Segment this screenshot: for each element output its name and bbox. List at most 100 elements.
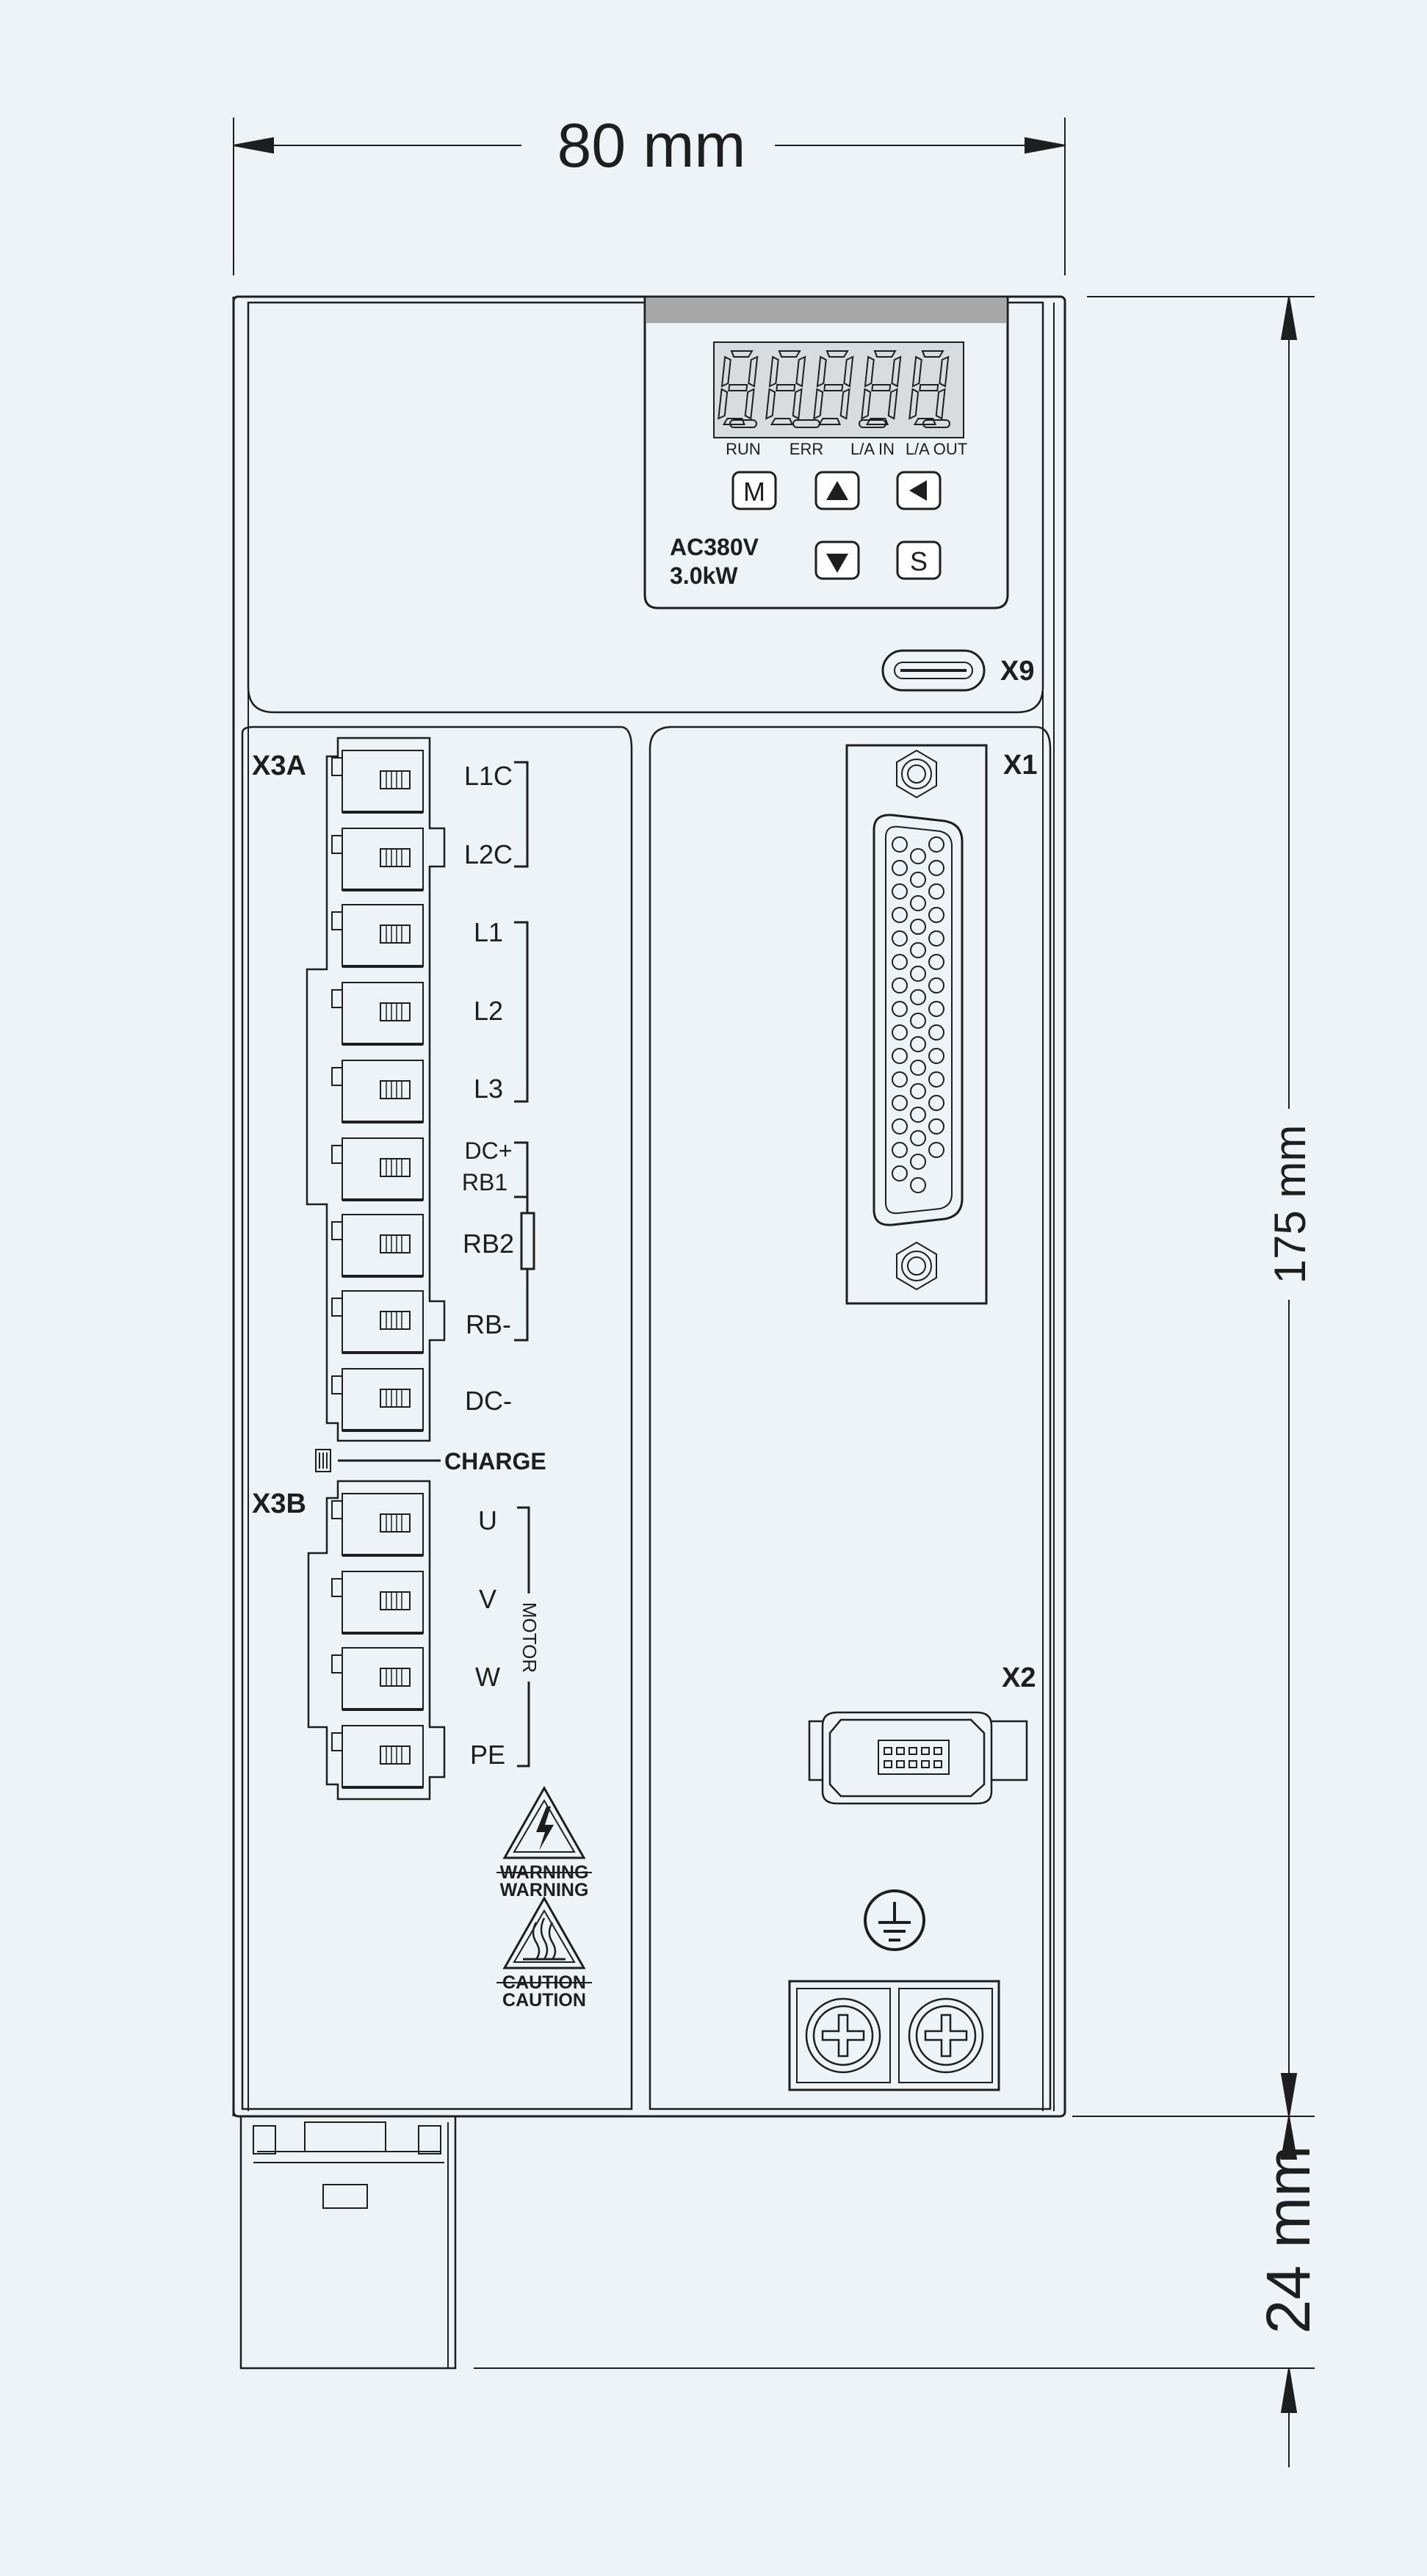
terminal-cell xyxy=(331,1137,424,1201)
svg-text:S: S xyxy=(910,546,928,576)
brake-resistor-icon xyxy=(520,1212,535,1270)
status-led-label: RUN xyxy=(726,440,761,458)
x1-pin xyxy=(892,954,908,970)
x1-pin xyxy=(928,1048,944,1064)
down-arrow-icon xyxy=(826,554,848,573)
x1-pin xyxy=(892,1048,908,1064)
rating-voltage: AC380V xyxy=(670,534,759,560)
terminal-cell xyxy=(331,1368,424,1432)
x9-usb-port[interactable] xyxy=(881,649,986,692)
x1-pin xyxy=(910,872,926,888)
x3a-terminal-label: L1 xyxy=(474,917,503,947)
dimension-lines xyxy=(233,117,1315,2467)
x3a-terminal-label: RB- xyxy=(466,1309,511,1339)
x1-pin xyxy=(928,836,944,853)
x1-pin xyxy=(892,836,908,853)
up-button[interactable] xyxy=(814,471,860,510)
display-digit xyxy=(861,350,902,425)
x1-pin xyxy=(928,1001,944,1017)
x1-pin xyxy=(910,895,926,911)
x3b-terminal-label: W xyxy=(475,1662,500,1692)
charge-led xyxy=(315,1449,441,1472)
x1-pin xyxy=(892,1142,908,1158)
terminal-cell xyxy=(331,904,424,968)
operation-panel: RUN ERR L/A IN L/A OUT M S AC380V 3.0kW xyxy=(643,295,1009,609)
terminal-cell xyxy=(331,750,424,814)
width-dimension-label: 80 mm xyxy=(557,111,746,180)
ground-terminal-block[interactable] xyxy=(788,1980,1000,2091)
x2-pin xyxy=(908,1760,917,1768)
x1-pin xyxy=(928,907,944,923)
x1-pins xyxy=(892,836,944,1193)
x1-connector[interactable] xyxy=(845,744,988,1305)
x2-connector[interactable] xyxy=(808,1711,1028,1805)
x1-pin xyxy=(910,919,926,935)
left-arrow-icon xyxy=(909,480,927,501)
x3a-terminal-label: L2C xyxy=(464,839,513,869)
terminal-cell xyxy=(331,982,424,1046)
x1-pin xyxy=(928,860,944,876)
terminal-cell xyxy=(331,1571,424,1635)
terminal-cell xyxy=(331,1647,424,1711)
x1-pin xyxy=(892,1024,908,1041)
x1-pin xyxy=(928,1118,944,1135)
x3a-terminal-label: DC+ xyxy=(465,1137,513,1164)
x2-label: X2 xyxy=(1002,1663,1036,1693)
x1-top-screw xyxy=(896,749,937,799)
x2-pin xyxy=(896,1747,905,1755)
motor-label: MOTOR xyxy=(519,1602,541,1673)
x1-pin xyxy=(892,1001,908,1017)
terminal-cell xyxy=(331,1493,424,1557)
x1-pin xyxy=(892,1118,908,1135)
down-button[interactable] xyxy=(814,540,860,580)
status-led-label: ERR xyxy=(790,440,823,458)
x1-pin xyxy=(928,930,944,947)
depth-dimension-label: 24 mm xyxy=(1254,2146,1323,2334)
x1-pin xyxy=(892,930,908,947)
x9-label: X9 xyxy=(1000,656,1034,687)
x3b-terminal-label: V xyxy=(479,1584,496,1614)
x3b-terminal-block[interactable] xyxy=(307,1480,446,1801)
x1-pin xyxy=(928,1095,944,1111)
display-digits xyxy=(718,350,950,425)
svg-text:M: M xyxy=(743,477,765,507)
terminal-cell xyxy=(331,1060,424,1124)
x1-pin xyxy=(928,883,944,900)
display-digit xyxy=(765,350,806,425)
x2-pin xyxy=(933,1760,942,1768)
x1-pin xyxy=(910,942,926,958)
terminal-cell xyxy=(331,1725,424,1789)
x3a-label: X3A xyxy=(252,750,306,781)
hot-surface-caution-icon xyxy=(502,1895,586,1969)
set-button[interactable]: S xyxy=(896,540,942,580)
status-leds: RUN ERR L/A IN L/A OUT xyxy=(726,419,967,458)
x3a-terminal-label: L3 xyxy=(474,1074,503,1104)
x2-pin xyxy=(908,1747,917,1755)
terminal-cell xyxy=(331,828,424,891)
x2-pin xyxy=(933,1747,942,1755)
drive-housing xyxy=(232,295,1066,2118)
x1-pin xyxy=(892,977,908,994)
rating-power: 3.0kW xyxy=(670,562,738,589)
terminal-brackets xyxy=(514,761,535,1768)
x3a-terminal-block[interactable] xyxy=(306,737,446,1442)
x1-pin xyxy=(910,848,926,864)
terminal-cell xyxy=(331,1290,424,1354)
x1-pin xyxy=(928,1142,944,1158)
mode-button[interactable]: M xyxy=(731,471,777,510)
x3a-terminal-label: RB1 xyxy=(462,1169,507,1195)
height-dimension-label: 175 mm xyxy=(1265,1125,1315,1284)
display-digit xyxy=(908,350,950,425)
x2-pin xyxy=(884,1747,892,1755)
status-led-label: L/A OUT xyxy=(906,440,967,458)
left-button[interactable] xyxy=(896,471,942,510)
x1-pin xyxy=(910,1130,926,1146)
x2-pin xyxy=(896,1760,905,1768)
x2-pin xyxy=(884,1760,892,1768)
x3a-terminal-label: L2 xyxy=(474,996,503,1026)
x1-pin xyxy=(910,1060,926,1076)
x1-label: X1 xyxy=(1003,750,1037,781)
display-digit xyxy=(813,350,854,425)
status-led-label: L/A IN xyxy=(850,440,895,458)
